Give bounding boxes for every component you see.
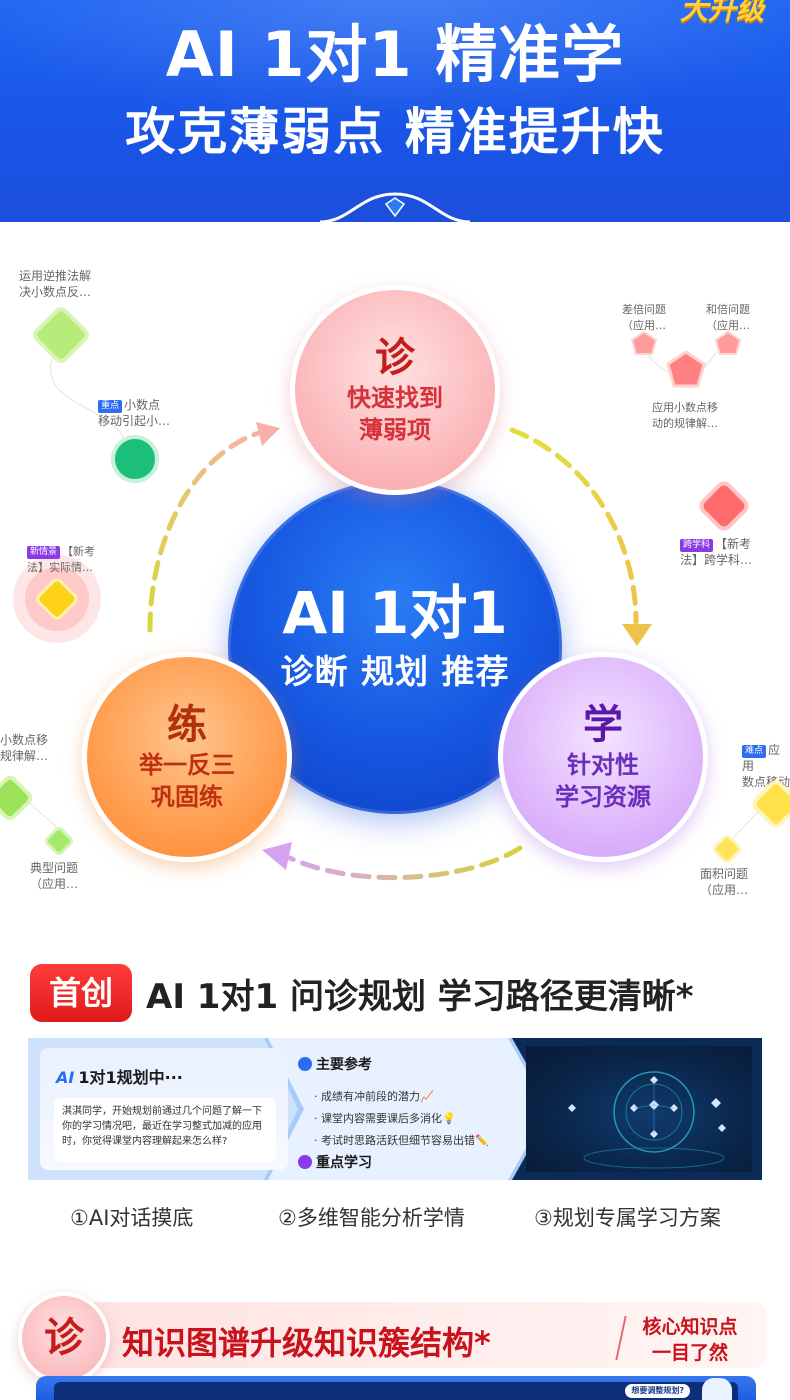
diagnose-circle: 诊 快速找到 薄弱项	[290, 285, 500, 495]
section3-side-note: 核心知识点 一目了然	[642, 1316, 738, 1364]
ai-cycle-diagram: 运用逆推法解决小数点反… 重点小数点 移动引起小… 新情景【新考 法】实际情… …	[0, 230, 790, 930]
upgrade-badge: 大升级	[679, 0, 764, 26]
study-line2: 学习资源	[555, 783, 651, 811]
node-shape-green-circle	[111, 435, 159, 483]
arrowhead-diagnose	[256, 422, 280, 446]
focus-heading: 重点学习	[298, 1152, 372, 1172]
center-title: AI 1对1	[282, 579, 508, 647]
section3-band	[58, 1302, 766, 1368]
diagnose-line1: 快速找到	[347, 384, 443, 412]
list-icon	[298, 1057, 312, 1071]
step-3: ③规划专属学习方案	[534, 1206, 721, 1230]
node-shape-red-diamond	[699, 481, 749, 531]
knowledge-network-graphic	[568, 1071, 726, 1169]
arrow-diagnose-to-study	[509, 427, 639, 625]
node-shape-green-diamond	[33, 307, 89, 363]
analysis-item: · 课堂内容需要课后多消化💡	[314, 1112, 456, 1125]
arrowhead-practice	[262, 842, 292, 870]
adjust-plan-tip[interactable]: 想要调整规划?	[625, 1384, 690, 1398]
node-label-2: 重点小数点 移动引起小…	[98, 398, 171, 428]
arrow-study-to-practice	[287, 845, 523, 881]
focus-icon	[298, 1155, 312, 1169]
learning-plan-graph	[526, 1046, 752, 1172]
arrowhead-study	[622, 624, 652, 646]
node-label-5: 典型问题（应用…	[30, 861, 79, 891]
node-label-4: 小数点移规律解…	[0, 733, 49, 763]
analysis-card: 主要参考 · 成绩有冲前段的潜力📈 · 课堂内容需要课后多消化💡 · 考试时思路…	[290, 1048, 510, 1172]
page-subtitle: 攻克薄弱点 精准提升快	[125, 103, 665, 161]
step-2: ②多维智能分析学情	[278, 1206, 465, 1230]
section2-heading: 首创 AI 1对1 问诊规划 学习路径更清晰*	[30, 963, 694, 1023]
header-gloss	[0, 0, 790, 120]
diagnose-badge: 诊	[18, 1292, 110, 1384]
node-label-3: 新情景【新考 法】实际情…	[27, 545, 96, 574]
analysis-heading: 主要参考	[298, 1054, 372, 1074]
diagnose-char: 诊	[375, 335, 415, 381]
node-shape-yellow-diamond-right	[752, 780, 790, 828]
analysis-item: · 成绩有冲前段的潜力📈	[314, 1090, 434, 1103]
robot-icon	[702, 1378, 732, 1400]
node-label-11: 面积问题（应用…	[700, 867, 749, 897]
node-label-1: 运用逆推法解决小数点反…	[19, 269, 92, 299]
diagnose-line2: 薄弱项	[359, 416, 431, 444]
planning-steps: ①AI对话摸底 ②多维智能分析学情 ③规划专属学习方案	[0, 1202, 790, 1232]
node-shape-red-pentagons	[630, 330, 742, 388]
section3-heading: 诊 知识图谱升级知识簇结构* 核心知识点 一目了然	[18, 1292, 766, 1400]
practice-char: 练	[167, 702, 207, 748]
node-label-9: 跨学科【新考 法】跨学科…	[680, 537, 753, 567]
preview-inner	[54, 1382, 738, 1400]
node-shape-green-diamond-left	[0, 775, 33, 821]
node-label-6: 差倍问题（应用…	[622, 303, 666, 332]
center-subtitle: 诊断 规划 推荐	[280, 652, 510, 691]
practice-line1: 举一反三	[139, 751, 235, 779]
arrow-practice-to-diagnose	[147, 429, 265, 633]
knowledge-graph-preview: 想要调整规划?	[36, 1376, 756, 1400]
study-circle: 学 针对性 学习资源	[498, 652, 708, 862]
ai-chat-message: 淇淇同学，开始规划前通过几个问题了解一下你的学习情况吧，最近在学习整式加减的应用…	[54, 1098, 276, 1162]
node-shape-yellow-diamond-small	[713, 835, 741, 863]
study-char: 学	[583, 702, 623, 748]
page-title: AI 1对1 精准学	[165, 18, 625, 91]
step-1: ①AI对话摸底	[70, 1206, 194, 1230]
node-shape-yellow-diamond-glow	[13, 555, 101, 643]
study-line1: 针对性	[567, 751, 639, 779]
practice-line2: 巩固练	[151, 783, 223, 811]
analysis-item: · 考试时思路活跃但细节容易出错✏️	[314, 1134, 489, 1147]
practice-circle: 练 举一反三 巩固练	[82, 652, 292, 862]
section3-title: 知识图谱升级知识簇结构*	[122, 1324, 491, 1362]
node-shape-green-diamond-small	[45, 827, 73, 855]
header-banner: AI 1对1 精准学 攻克薄弱点 精准提升快 大升级	[0, 0, 790, 222]
node-label-7: 和倍问题（应用…	[706, 303, 750, 332]
first-badge: 首创	[30, 964, 132, 1022]
section2-title: AI 1对1 问诊规划 学习路径更清晰*	[146, 976, 694, 1017]
node-label-8: 应用小数点移动的规律解…	[652, 401, 718, 430]
header-notch	[320, 190, 470, 224]
